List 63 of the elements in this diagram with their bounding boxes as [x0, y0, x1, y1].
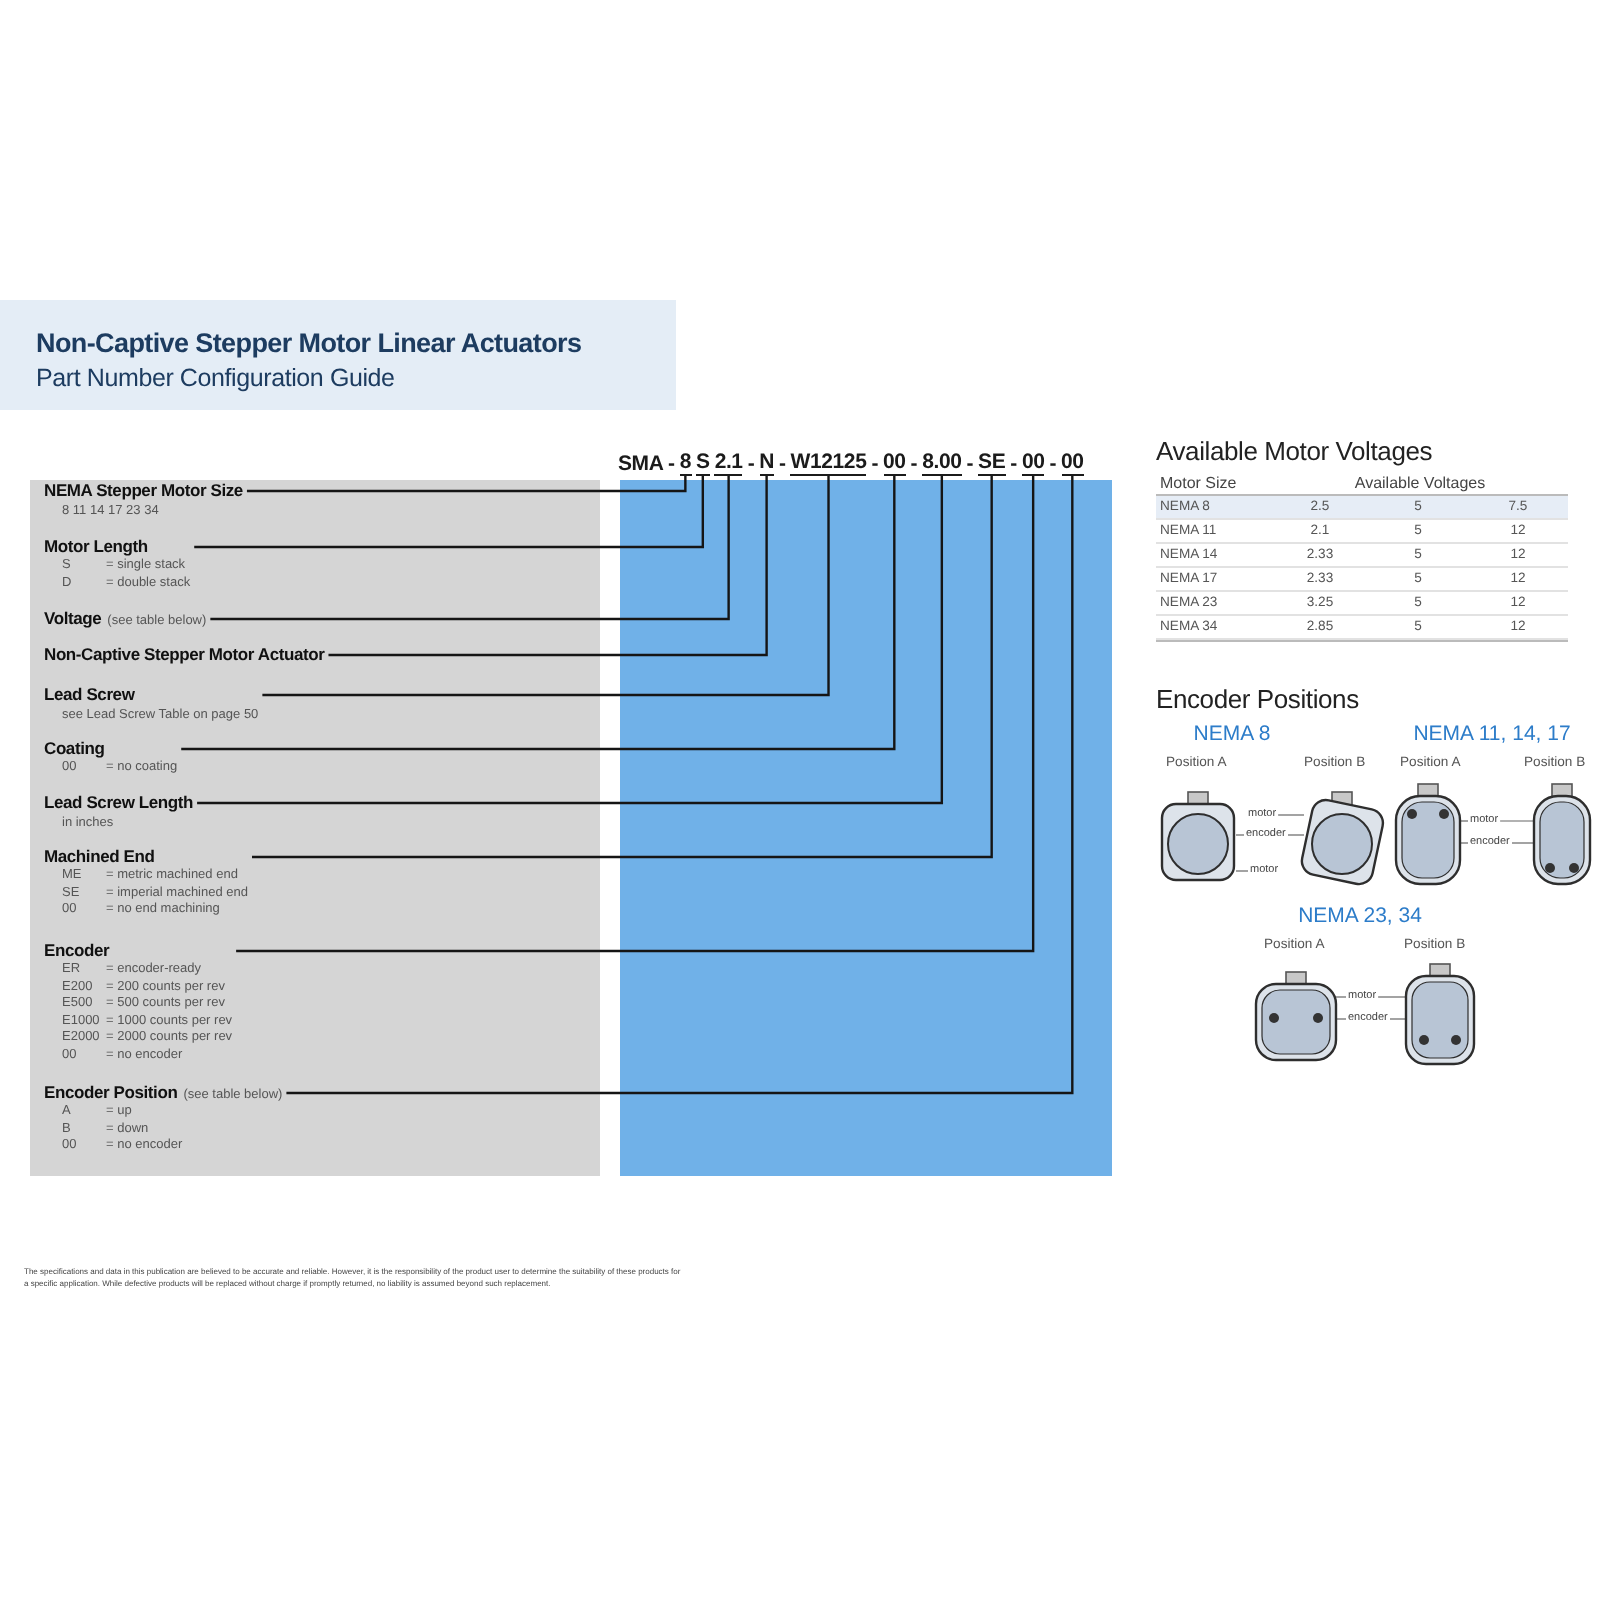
part-number-code: 8.00	[922, 450, 962, 476]
connector-line	[181, 476, 896, 751]
field-heading: Non-Captive Stepper Motor Actuator	[44, 644, 325, 666]
field-heading: Encoder Position	[44, 1082, 178, 1104]
part-number-code: 00	[883, 450, 906, 476]
connector-line	[246, 476, 687, 493]
part-number-code: S	[696, 450, 710, 476]
field-heading: Motor Length	[44, 536, 148, 558]
part-number-separator: -	[910, 452, 918, 476]
field-heading: Coating	[44, 738, 105, 760]
part-number-code: SE	[978, 450, 1006, 476]
leader-line	[1377, 996, 1407, 998]
leader-line	[1335, 1018, 1347, 1020]
part-number-code: 00	[1061, 450, 1084, 476]
field-heading: Lead Screw Length	[44, 792, 194, 814]
motor-drawing	[1156, 792, 1240, 884]
field-heading: NEMA Stepper Motor Size	[44, 480, 243, 502]
connector-line	[252, 476, 993, 859]
part-number-separator: -	[1049, 452, 1057, 476]
connector-line	[262, 476, 830, 697]
part-number-separator: -	[966, 452, 974, 476]
leader-line	[1459, 842, 1469, 844]
field-heading: Machined End	[44, 846, 155, 868]
connector-line	[197, 476, 944, 805]
subtitle: Part Number Configuration Guide	[36, 364, 395, 392]
group-heading: NEMA 23, 34	[1298, 904, 1422, 928]
part-number-separator: -	[1010, 452, 1017, 476]
title: Non-Captive Stepper Motor Linear Actuators	[36, 328, 582, 358]
leader-line	[1277, 814, 1305, 816]
motor-drawing	[1300, 792, 1384, 884]
motor-drawing	[1530, 784, 1594, 888]
leader-line	[1499, 820, 1535, 822]
leader-line	[1389, 1018, 1407, 1020]
leader-line	[1335, 996, 1347, 998]
part-number-separator: -	[779, 452, 786, 476]
field-heading: Voltage	[44, 608, 102, 630]
leader-line	[1459, 820, 1469, 822]
connector-line	[194, 476, 704, 549]
leader-line	[1235, 834, 1245, 836]
connector-line	[286, 476, 1074, 1095]
motor-drawing	[1402, 964, 1478, 1068]
field-heading: Lead Screw	[44, 684, 135, 706]
leader-line	[1235, 870, 1249, 872]
part-number-code: 8	[679, 450, 691, 476]
group-heading: NEMA 8	[1193, 722, 1271, 746]
part-number-code: 2.1	[714, 450, 743, 476]
group-heading: NEMA 11, 14, 17	[1413, 722, 1571, 746]
connector-line	[328, 476, 768, 657]
leader-line	[1511, 842, 1535, 844]
part-number-code: N	[759, 450, 774, 476]
connector-line	[210, 476, 730, 621]
section-title: Encoder Positions	[1156, 684, 1359, 714]
part-number-separator: SMA -	[618, 452, 675, 476]
motor-drawing	[1252, 972, 1340, 1064]
part-number-separator: -	[747, 452, 755, 476]
connector-line	[236, 476, 1035, 953]
field-heading: Encoder	[44, 940, 110, 962]
leader-line	[1287, 834, 1305, 836]
part-number-code: W12125	[790, 450, 867, 476]
table-title: Available Motor Voltages	[1156, 436, 1433, 466]
part-number-separator: -	[871, 452, 879, 476]
motor-drawing	[1392, 784, 1464, 888]
part-number-code: 00	[1021, 450, 1045, 476]
